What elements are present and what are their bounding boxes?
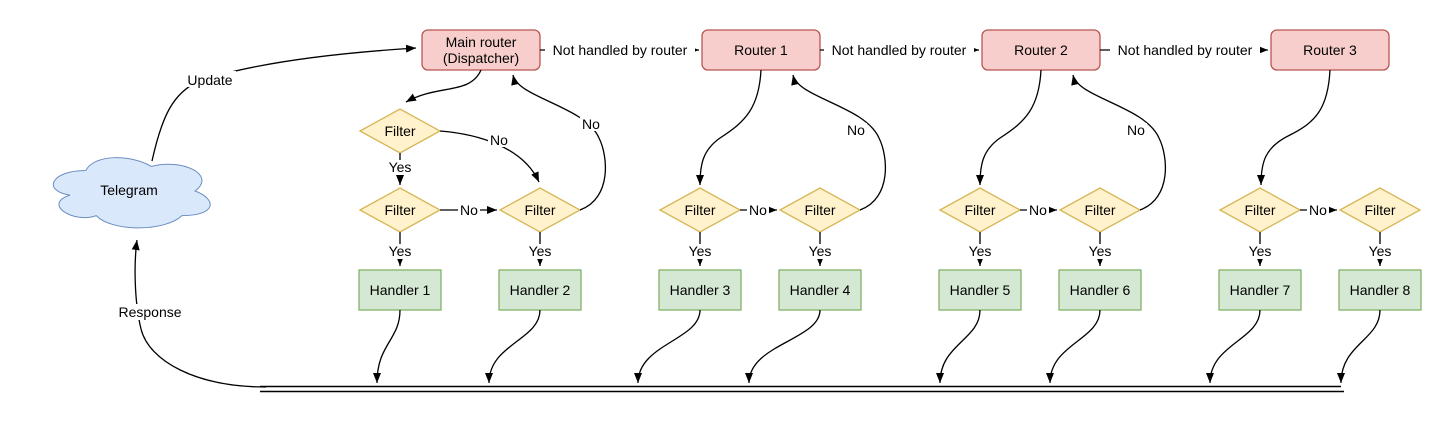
edge-h6-bus <box>1046 309 1101 384</box>
no-r2-mid-label: No <box>1029 202 1047 218</box>
handler-8-label: Handler 8 <box>1350 282 1411 298</box>
no-r1-return-bg <box>845 123 867 137</box>
no-main-return-label: No <box>582 116 600 132</box>
filter-main-1-label: Filter <box>384 202 415 218</box>
edge-r2-return-no <box>1071 74 1167 211</box>
update-label: Update <box>187 72 232 88</box>
yes-8-label: Yes <box>1369 243 1392 259</box>
node-handler-6 <box>1058 269 1142 311</box>
edge-h2-bus <box>485 309 541 384</box>
node-handler-4 <box>778 269 862 311</box>
handler-5-label: Handler 5 <box>950 282 1011 298</box>
yes-top-label: Yes <box>389 159 412 175</box>
filter-r1-1-label: Filter <box>684 202 715 218</box>
node-handler-2 <box>498 269 582 311</box>
yes-5-bg <box>966 244 994 259</box>
handler-4-label: Handler 4 <box>790 282 851 298</box>
node-handler-7 <box>1218 269 1302 311</box>
yes-4-bg <box>806 244 834 259</box>
yes-4-label: Yes <box>809 243 832 259</box>
not-handled-2-bg <box>824 43 974 58</box>
yes-top-bg <box>386 160 414 175</box>
yes-2-bg <box>526 244 554 259</box>
no-r1-mid-bg <box>747 203 769 217</box>
edge-h3-bus <box>634 309 701 384</box>
filter-r2-2-label: Filter <box>1084 202 1115 218</box>
not-handled-1-bg <box>545 43 695 58</box>
filter-r1-2-label: Filter <box>804 202 835 218</box>
no-r2-return-label: No <box>1127 122 1145 138</box>
telegram-cloud <box>52 157 211 229</box>
edge-r1-return-no <box>791 74 887 211</box>
edge-h8-bus <box>1337 309 1381 384</box>
not-handled-3-bg <box>1110 43 1260 58</box>
yes-3-label: Yes <box>689 243 712 259</box>
edge-r3-to-filter <box>1257 69 1331 186</box>
filter-r3-2-label: Filter <box>1364 202 1395 218</box>
edge-response <box>131 239 267 388</box>
not-handled-2-label: Not handled by router <box>832 42 967 58</box>
yes-7-label: Yes <box>1249 243 1272 259</box>
not-handled-3-label: Not handled by router <box>1118 42 1253 58</box>
edge-main-return-no <box>511 74 607 211</box>
edge-r2-to-filter <box>976 69 1042 186</box>
yes-8-bg <box>1366 244 1394 259</box>
filter-r3-1-label: Filter <box>1244 202 1275 218</box>
no-top-curve-bg <box>488 133 510 147</box>
edge-h5-bus <box>936 309 981 384</box>
filter-main-top-label: Filter <box>384 123 415 139</box>
edge-update <box>151 44 417 162</box>
yes-1-bg <box>386 244 414 259</box>
filter-main-2-label: Filter <box>524 202 555 218</box>
no-r1-mid-label: No <box>749 202 767 218</box>
yes-7-bg <box>1246 244 1274 259</box>
yes-2-label: Yes <box>529 243 552 259</box>
yes-1-label: Yes <box>389 243 412 259</box>
no-main-mid-bg <box>458 203 480 217</box>
router-1-label: Router 1 <box>734 42 788 58</box>
handler-1-label: Handler 1 <box>370 282 431 298</box>
main-router-label-line1: Main router <box>446 34 517 50</box>
node-handler-8 <box>1338 269 1422 311</box>
no-main-return-bg <box>580 117 602 131</box>
handler-6-label: Handler 6 <box>1070 282 1131 298</box>
router-2-label: Router 2 <box>1014 42 1068 58</box>
handler-7-label: Handler 7 <box>1230 282 1291 298</box>
yes-6-bg <box>1086 244 1114 259</box>
no-top-curve-label: No <box>490 132 508 148</box>
no-r1-return-label: No <box>847 122 865 138</box>
node-handler-3 <box>658 269 742 311</box>
no-r2-return-bg <box>1125 123 1147 137</box>
main-router-label-line2: (Dispatcher) <box>443 50 519 66</box>
no-r3-mid-bg <box>1307 203 1329 217</box>
not-handled-1-label: Not handled by router <box>553 42 688 58</box>
no-r2-mid-bg <box>1027 203 1049 217</box>
no-main-mid-label: No <box>460 202 478 218</box>
yes-3-bg <box>686 244 714 259</box>
edge-h4-bus <box>745 309 821 384</box>
edge-h7-bus <box>1206 309 1261 384</box>
telegram-label: Telegram <box>100 182 158 198</box>
yes-6-label: Yes <box>1089 243 1112 259</box>
response-label-bg <box>117 304 183 320</box>
edge-h1-bus <box>373 309 401 384</box>
handler-2-label: Handler 2 <box>510 282 571 298</box>
node-handler-1 <box>358 269 442 311</box>
yes-5-label: Yes <box>969 243 992 259</box>
edge-main-to-filter <box>405 69 482 103</box>
update-label-bg <box>184 71 236 87</box>
edge-r1-to-filter <box>696 69 762 186</box>
filter-r3-2 <box>1338 187 1422 233</box>
response-label: Response <box>118 304 181 320</box>
filter-r2-1-label: Filter <box>964 202 995 218</box>
no-r3-mid-label: No <box>1309 202 1327 218</box>
handler-3-label: Handler 3 <box>670 282 731 298</box>
router-3-label: Router 3 <box>1303 42 1357 58</box>
